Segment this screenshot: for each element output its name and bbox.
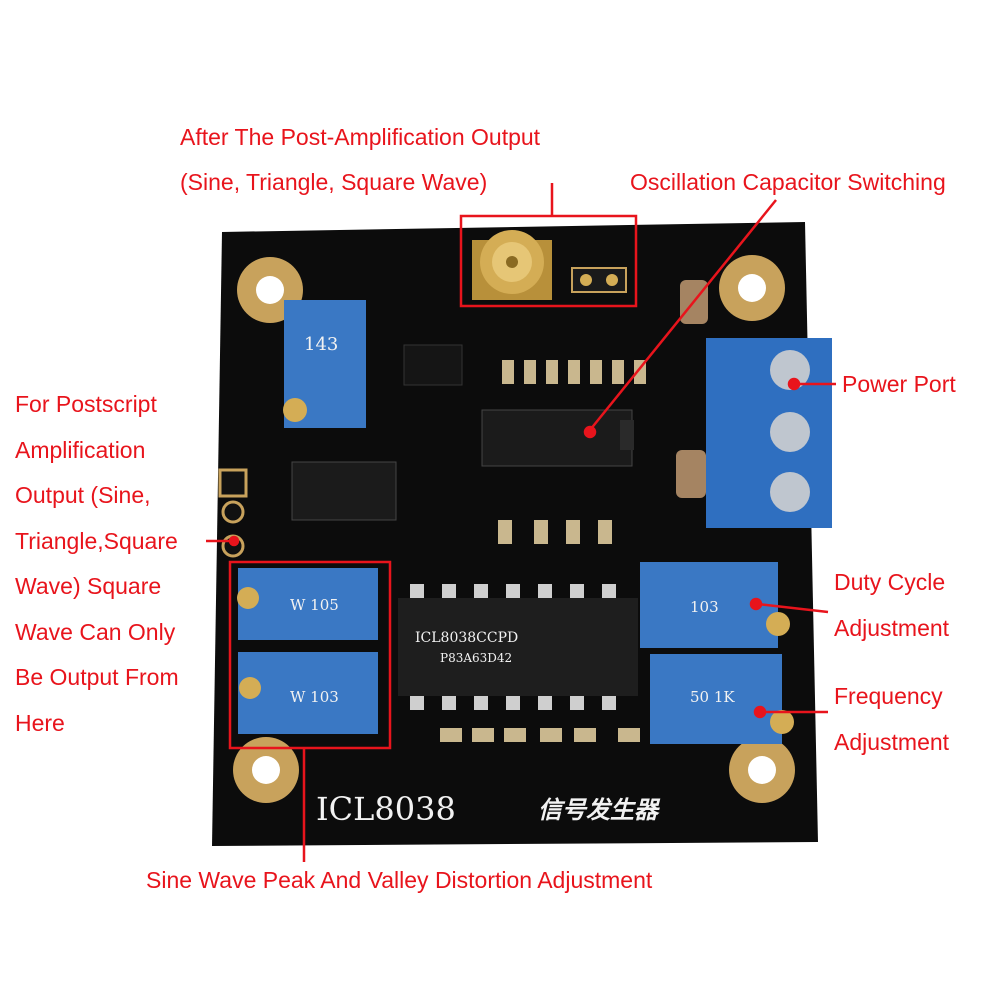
annotation-osc-cap-switching: Oscillation Capacitor Switching xyxy=(630,169,946,195)
sma-highlight-box xyxy=(459,214,638,308)
postscript-jumper-headers xyxy=(291,461,397,521)
smd-components-bottom xyxy=(440,728,640,742)
postscript-line: Triangle,Square xyxy=(15,527,178,554)
annotation-frequency-line2: Adjustment xyxy=(834,729,950,755)
power-terminal-block xyxy=(706,338,832,528)
sine-pots-highlight-box xyxy=(228,560,392,750)
smd-components-middle xyxy=(498,520,612,544)
mounting-hole-top-right xyxy=(719,255,785,321)
ic-marking-2: P83A63D42 xyxy=(440,651,512,665)
pot-left-top-marking: W 105 xyxy=(290,596,339,614)
pot-top-marking: 143 xyxy=(304,334,338,355)
trimmer-pot-top: 143 xyxy=(283,300,366,428)
sma-connector xyxy=(472,230,552,300)
annotation-duty-cycle-line1: Duty Cycle xyxy=(834,569,946,595)
trimmer-pot-left-top: W 105 xyxy=(237,568,378,640)
small-ic xyxy=(403,344,463,386)
trimmer-pot-right-bottom: 50 1K xyxy=(650,654,794,744)
board-model-silk: ICL8038 xyxy=(316,790,456,828)
ic-marking-1: ICL8038CCPD xyxy=(415,630,518,646)
postscript-line: Amplification xyxy=(15,436,146,463)
annotation-power-port: Power Port xyxy=(842,371,956,397)
icl8038-chip: ICL8038CCPD P83A63D42 xyxy=(398,598,638,696)
postscript-line: For Postscript xyxy=(15,391,157,417)
ic-pins xyxy=(410,584,616,710)
mounting-hole-bottom-left xyxy=(233,737,299,803)
annotation-postscript-amp: For Postscript Amplification Output (Sin… xyxy=(15,382,215,746)
output-header xyxy=(571,267,627,293)
annotation-sine-distortion: Sine Wave Peak And Valley Distortion Adj… xyxy=(146,867,653,893)
postscript-line: Wave Can Only xyxy=(15,618,176,645)
annotation-frequency-line1: Frequency xyxy=(834,683,943,709)
pot-right-top-marking: 103 xyxy=(690,598,719,616)
electrolytic-cap-mid xyxy=(676,450,706,498)
annotation-post-amp-line2: (Sine, Triangle, Square Wave) xyxy=(180,169,488,195)
postscript-line: Wave) Square xyxy=(15,573,162,599)
annotation-post-amp-line1: After The Post-Amplification Output xyxy=(180,124,541,150)
capacitor-jumper-headers xyxy=(481,409,634,467)
postscript-line: Output (Sine, xyxy=(15,482,151,508)
pot-right-bottom-marking: 50 1K xyxy=(690,688,735,706)
pot-left-bottom-marking: W 103 xyxy=(290,688,339,706)
board-name-silk: 信号发生器 xyxy=(538,795,661,824)
mounting-hole-bottom-right xyxy=(729,737,795,803)
annotation-duty-cycle-line2: Adjustment xyxy=(834,615,950,641)
annotation-leaders xyxy=(206,183,836,862)
postscript-line: Here xyxy=(15,709,65,736)
trimmer-pot-left-bottom: W 103 xyxy=(238,652,378,734)
postscript-line: Be Output From xyxy=(15,664,179,690)
